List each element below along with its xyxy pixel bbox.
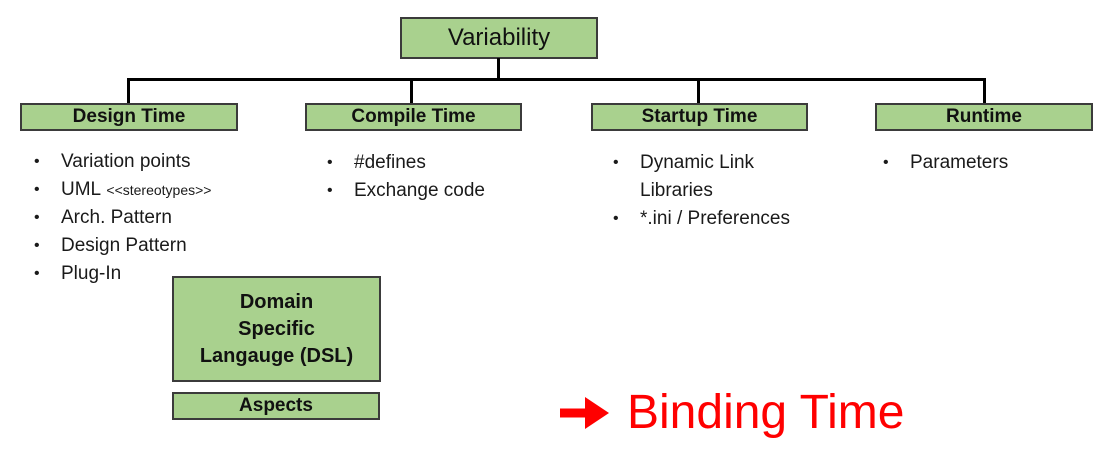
bullet-icon: • [34, 237, 40, 254]
list-item: • Dynamic Link Libraries [613, 149, 828, 205]
binding-time-annotation: Binding Time [560, 384, 904, 442]
connector-drop-startup-time [697, 78, 700, 104]
design-time-box: Design Time [20, 103, 238, 131]
list-item-text: Parameters [910, 152, 1009, 173]
arrow-right-icon [560, 397, 609, 429]
design-time-label: Design Time [72, 106, 186, 127]
list-item: • Plug-In [34, 260, 284, 288]
list-item-text: Dynamic Link Libraries [640, 152, 755, 201]
compile-time-list: • #defines • Exchange code [327, 149, 547, 205]
startup-time-label: Startup Time [641, 106, 758, 127]
connector-root-vertical [497, 58, 500, 80]
list-item-text: *.ini / Preferences [640, 208, 790, 229]
runtime-list: • Parameters [883, 149, 1093, 177]
list-item: • Arch. Pattern [34, 204, 284, 232]
bullet-icon: • [613, 210, 619, 227]
connector-drop-runtime [983, 78, 986, 104]
aspects-box: Aspects [172, 392, 380, 420]
bullet-icon: • [327, 182, 333, 199]
list-item-text: Variation points [61, 151, 191, 172]
aspects-label: Aspects [239, 395, 313, 416]
list-item: • Exchange code [327, 177, 547, 205]
connector-horizontal [127, 78, 986, 81]
variability-root-box: Variability [400, 17, 598, 59]
variability-root-label: Variability [447, 24, 551, 51]
dsl-box: Domain Specific Langauge (DSL) [172, 276, 381, 382]
list-item: • *.ini / Preferences [613, 205, 828, 233]
bullet-icon: • [34, 265, 40, 282]
list-item: • Parameters [883, 149, 1093, 177]
list-item-text: #defines [354, 152, 426, 173]
bullet-icon: • [613, 154, 619, 171]
list-item: • Variation points [34, 148, 284, 176]
uml-label: UML [61, 179, 102, 200]
compile-time-box: Compile Time [305, 103, 522, 131]
bullet-icon: • [34, 209, 40, 226]
list-item-text: Design Pattern [61, 235, 187, 256]
list-item: • Design Pattern [34, 232, 284, 260]
bullet-icon: • [34, 181, 40, 198]
binding-time-label: Binding Time [627, 386, 905, 439]
bullet-icon: • [883, 154, 889, 171]
runtime-box: Runtime [875, 103, 1093, 131]
dsl-line-2: Specific [238, 317, 315, 340]
startup-time-box: Startup Time [591, 103, 808, 131]
list-item: • #defines [327, 149, 547, 177]
dsl-line-1: Domain [239, 290, 314, 313]
design-time-list: • Variation points • UML <<stereotypes>>… [34, 148, 284, 288]
connector-drop-design-time [127, 78, 130, 104]
list-item-text: Exchange code [354, 180, 485, 201]
startup-time-list: • Dynamic Link Libraries • *.ini / Prefe… [613, 149, 828, 233]
stereotypes-label: <<stereotypes>> [106, 182, 212, 198]
list-item-text: Plug-In [61, 263, 122, 284]
list-item-text: UML <<stereotypes>> [61, 176, 211, 204]
compile-time-label: Compile Time [351, 106, 476, 127]
list-item: • UML <<stereotypes>> [34, 176, 284, 204]
list-item-text: Arch. Pattern [61, 207, 172, 228]
bullet-icon: • [34, 153, 40, 170]
runtime-label: Runtime [946, 106, 1022, 127]
dsl-line-3: Langauge (DSL) [199, 344, 354, 367]
bullet-icon: • [327, 154, 333, 171]
connector-drop-compile-time [410, 78, 413, 104]
